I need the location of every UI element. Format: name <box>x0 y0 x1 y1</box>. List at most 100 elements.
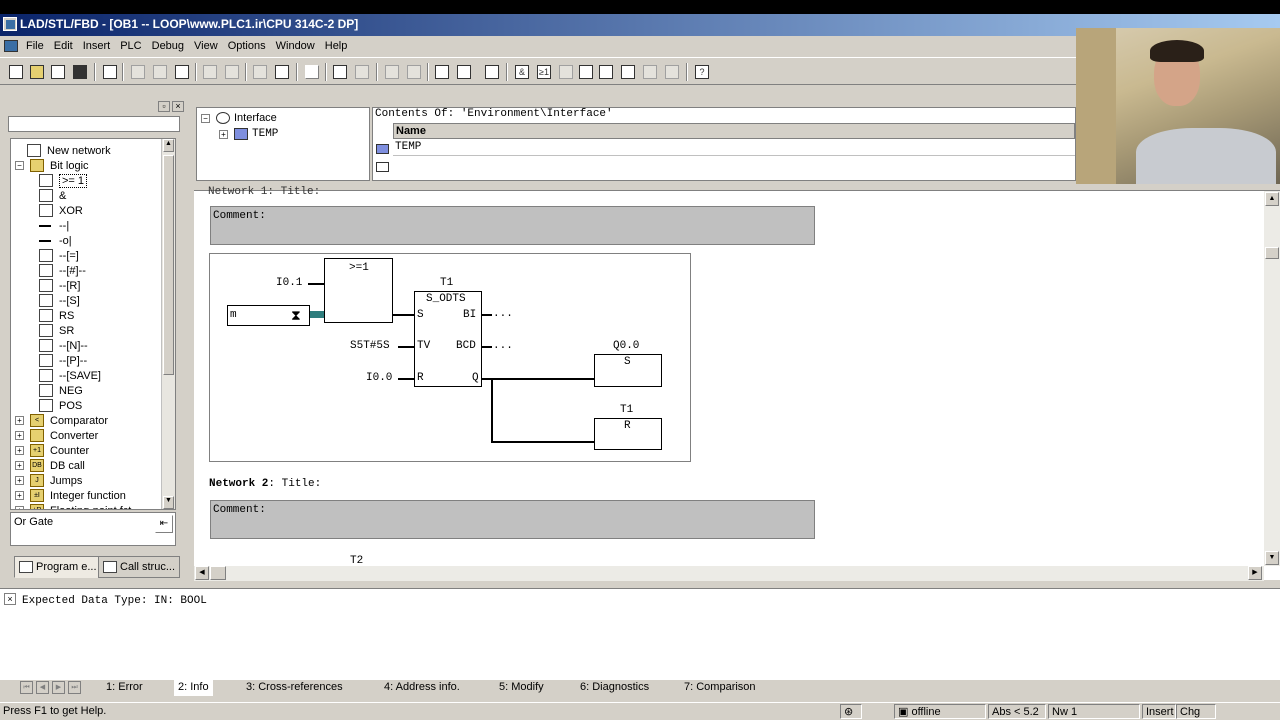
contents-row-temp[interactable]: TEMP <box>393 140 1075 156</box>
editor-vertical-scrollbar[interactable]: ▲ ▼ <box>1264 191 1280 566</box>
tree-item[interactable]: --[P]-- <box>39 353 87 368</box>
tree-item[interactable]: XOR <box>39 203 83 218</box>
download-icon[interactable] <box>250 62 270 82</box>
tab-program-elements[interactable]: Program e... <box>14 556 102 578</box>
tab-call-structure[interactable]: Call struc... <box>98 556 181 578</box>
close-icon[interactable]: × <box>4 593 16 605</box>
menu-window[interactable]: Window <box>275 40 315 52</box>
editor-horizontal-scrollbar[interactable]: ◀ ▶ <box>194 566 1264 581</box>
insert-element-icon[interactable]: ⇤ <box>155 515 173 533</box>
overview-toggle-icon[interactable] <box>432 62 452 82</box>
address-edit-field[interactable] <box>227 305 310 326</box>
assignment-icon[interactable] <box>576 62 596 82</box>
binary-input-icon[interactable] <box>596 62 616 82</box>
interface-tree-root[interactable]: − Interface <box>201 112 277 124</box>
or-input-i01[interactable]: I0.1 <box>276 277 303 289</box>
monitor-icon[interactable] <box>272 62 292 82</box>
open-icon[interactable] <box>27 62 47 82</box>
paste-icon[interactable] <box>172 62 192 82</box>
bookmark-prev-icon[interactable] <box>382 62 402 82</box>
title-bar[interactable]: LAD/STL/FBD - [OB1 -- LOOP\www.PLC1.ir\C… <box>0 14 1280 36</box>
tree-item[interactable]: New network <box>27 143 111 158</box>
interface-tree-temp[interactable]: + TEMP <box>219 128 278 140</box>
network-2-timer-address[interactable]: T2 <box>350 555 364 567</box>
menu-file[interactable]: File <box>26 40 44 52</box>
print-icon[interactable] <box>100 62 120 82</box>
column-name[interactable]: Name <box>393 123 1075 139</box>
coil-t1-address[interactable]: T1 <box>620 404 634 416</box>
menu-debug[interactable]: Debug <box>151 40 185 52</box>
network-1-comment[interactable]: Comment: <box>210 206 815 245</box>
expand-icon[interactable]: + <box>219 129 228 139</box>
set-coil-box[interactable] <box>594 354 662 387</box>
menu-help[interactable]: Help <box>324 40 348 52</box>
last-tab-icon[interactable]: ⏭ <box>68 681 81 694</box>
first-tab-icon[interactable]: ⏮ <box>20 681 33 694</box>
expand-icon[interactable]: + <box>15 431 24 440</box>
next-tab-icon[interactable]: ▶ <box>52 681 65 694</box>
tree-item[interactable]: --| <box>39 218 69 233</box>
expand-icon[interactable]: + <box>15 446 24 455</box>
tree-item[interactable]: -o| <box>39 233 72 248</box>
menu-insert[interactable]: Insert <box>82 40 111 52</box>
mdi-window-icon[interactable] <box>4 40 18 52</box>
scroll-up-icon[interactable]: ▲ <box>163 139 174 152</box>
tree-item[interactable]: +±RFloating-point fct. <box>15 503 134 509</box>
bcd-output[interactable]: ... <box>493 340 513 352</box>
panel-search-bar[interactable] <box>8 116 180 132</box>
tree-item[interactable]: −Bit logic <box>15 158 89 173</box>
tab-error[interactable]: 1: Error <box>106 681 143 693</box>
and-box-icon[interactable]: & <box>512 62 532 82</box>
or-block[interactable] <box>324 258 393 323</box>
tab-info[interactable]: 2: Info <box>174 680 213 696</box>
tab-cross-references[interactable]: 3: Cross-references <box>246 681 343 693</box>
network-overview-icon[interactable] <box>330 62 350 82</box>
connector-icon[interactable] <box>618 62 638 82</box>
close-branch-icon[interactable] <box>662 62 682 82</box>
expand-icon[interactable]: + <box>15 506 24 509</box>
tab-address-info[interactable]: 4: Address info. <box>384 681 460 693</box>
scroll-left-icon[interactable]: ◀ <box>195 566 209 580</box>
scroll-down-icon[interactable]: ▼ <box>163 496 174 509</box>
insert-box-icon[interactable] <box>556 62 576 82</box>
tab-comparison[interactable]: 7: Comparison <box>684 681 756 693</box>
tree-item[interactable]: NEG <box>39 383 83 398</box>
tree-item[interactable]: & <box>39 188 66 203</box>
scroll-up-icon[interactable]: ▲ <box>1265 192 1279 206</box>
tree-item[interactable]: --[=] <box>39 248 79 263</box>
open-branch-icon[interactable] <box>640 62 660 82</box>
branch-icon[interactable] <box>482 62 502 82</box>
scroll-right-icon[interactable]: ▶ <box>1248 566 1262 580</box>
menu-plc[interactable]: PLC <box>120 40 142 52</box>
redo-icon[interactable] <box>222 62 242 82</box>
tree-item[interactable]: --[S] <box>39 293 80 308</box>
network-2-comment[interactable]: Comment: <box>210 500 815 539</box>
scroll-thumb[interactable] <box>1265 247 1279 259</box>
bookmark-next-icon[interactable] <box>404 62 424 82</box>
tab-diagnostics[interactable]: 6: Diagnostics <box>580 681 650 693</box>
expand-icon[interactable]: + <box>15 476 24 485</box>
tree-item[interactable]: >= 1 <box>39 173 88 188</box>
select-mode-icon[interactable] <box>302 62 322 82</box>
expand-icon[interactable]: + <box>15 491 24 500</box>
tree-item[interactable]: --[SAVE] <box>39 368 101 383</box>
edit-field-text[interactable]: m <box>230 309 237 321</box>
prev-tab-icon[interactable]: ◀ <box>36 681 49 694</box>
timer-name[interactable]: T1 <box>440 277 454 289</box>
program-elements-icon[interactable] <box>454 62 474 82</box>
tree-scrollbar[interactable]: ▲ ▼ <box>161 139 175 509</box>
menu-edit[interactable]: Edit <box>53 40 73 52</box>
tree-item[interactable]: RS <box>39 308 74 323</box>
tree-item[interactable]: --[#]-- <box>39 263 86 278</box>
collapse-icon[interactable]: − <box>201 113 210 123</box>
module-info-icon[interactable] <box>352 62 372 82</box>
copy-icon[interactable] <box>150 62 170 82</box>
tree-item[interactable]: POS <box>39 398 82 413</box>
tab-modify[interactable]: 5: Modify <box>499 681 544 693</box>
reset-coil-box[interactable] <box>594 418 662 450</box>
scroll-thumb[interactable] <box>163 155 174 375</box>
tv-value[interactable]: S5T#5S <box>350 340 390 352</box>
